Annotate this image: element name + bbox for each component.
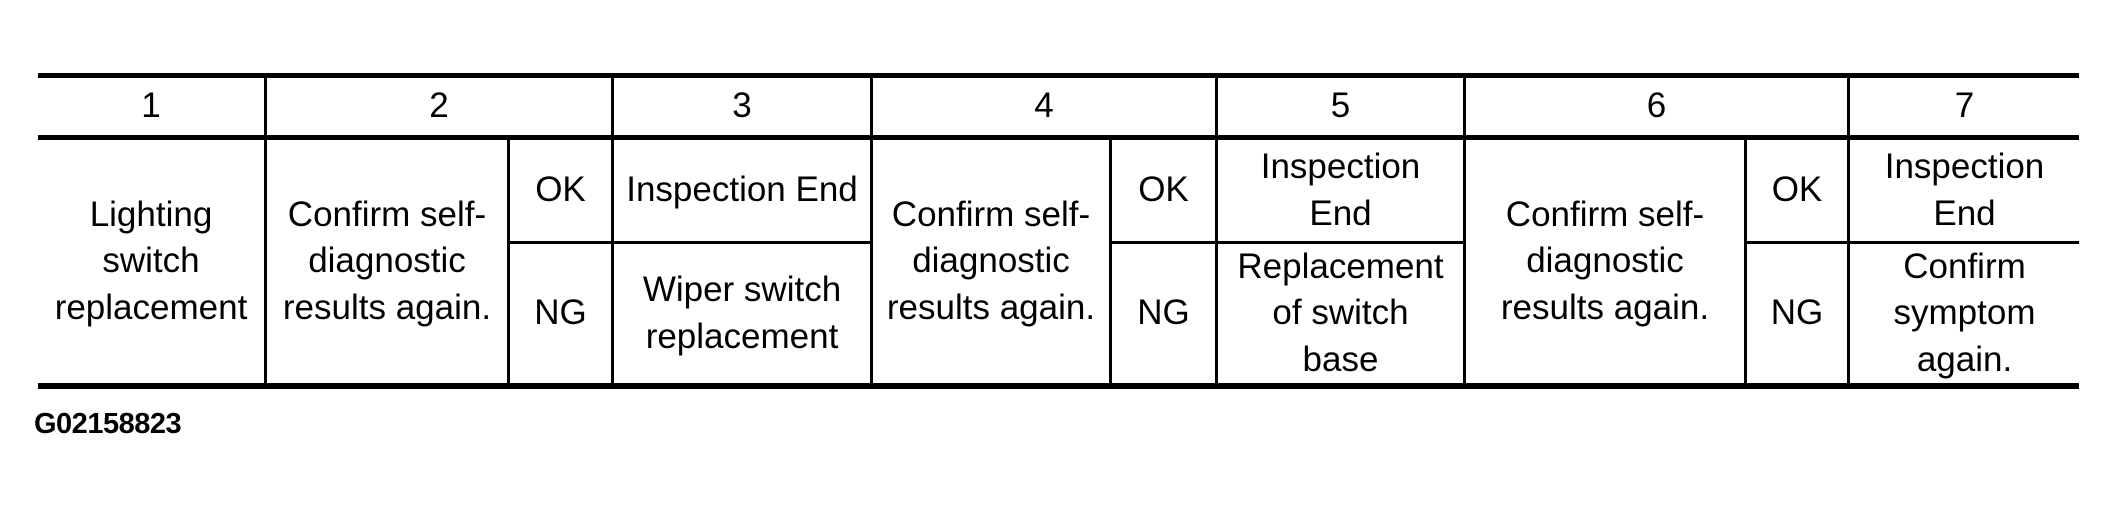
cell-ok-label-3: OK bbox=[1744, 140, 1847, 244]
figure-label: G02158823 bbox=[34, 408, 182, 440]
cell-ng-result-2: Replacement of switch base bbox=[1215, 244, 1463, 383]
cell-ok-result-1: Inspection End bbox=[611, 140, 870, 244]
cell-ng-label-3: NG bbox=[1744, 244, 1847, 383]
cell-ng-result-3: Confirm symptom again. bbox=[1847, 244, 2079, 383]
cell-ok-result-2: Inspection End bbox=[1215, 140, 1463, 244]
cell-confirm-2: Confirm self- diagnostic results again. bbox=[870, 140, 1109, 383]
cell-ok-label-2: OK bbox=[1109, 140, 1215, 244]
cell-confirm-1: Confirm self- diagnostic results again. bbox=[264, 140, 507, 383]
cell-ng-label-1: NG bbox=[507, 244, 611, 383]
header-cell-3: 3 bbox=[611, 78, 870, 140]
header-cell-5: 5 bbox=[1215, 78, 1463, 140]
header-cell-4: 4 bbox=[870, 78, 1215, 140]
header-cell-1: 1 bbox=[38, 78, 264, 140]
header-cell-7: 7 bbox=[1847, 78, 2079, 140]
cell-confirm-3: Confirm self- diagnostic results again. bbox=[1463, 140, 1744, 383]
cell-ng-result-1: Wiper switch replacement bbox=[611, 244, 870, 383]
cell-ok-label-1: OK bbox=[507, 140, 611, 244]
header-cell-6: 6 bbox=[1463, 78, 1847, 140]
cell-ng-label-2: NG bbox=[1109, 244, 1215, 383]
header-cell-2: 2 bbox=[264, 78, 611, 140]
cell-ok-result-3: Inspection End bbox=[1847, 140, 2079, 244]
cell-action-step: Lighting switch replacement bbox=[54, 195, 248, 327]
diagnostic-flow-table: 1 2 3 4 5 6 7 Lighting switch replacemen… bbox=[38, 73, 2079, 389]
